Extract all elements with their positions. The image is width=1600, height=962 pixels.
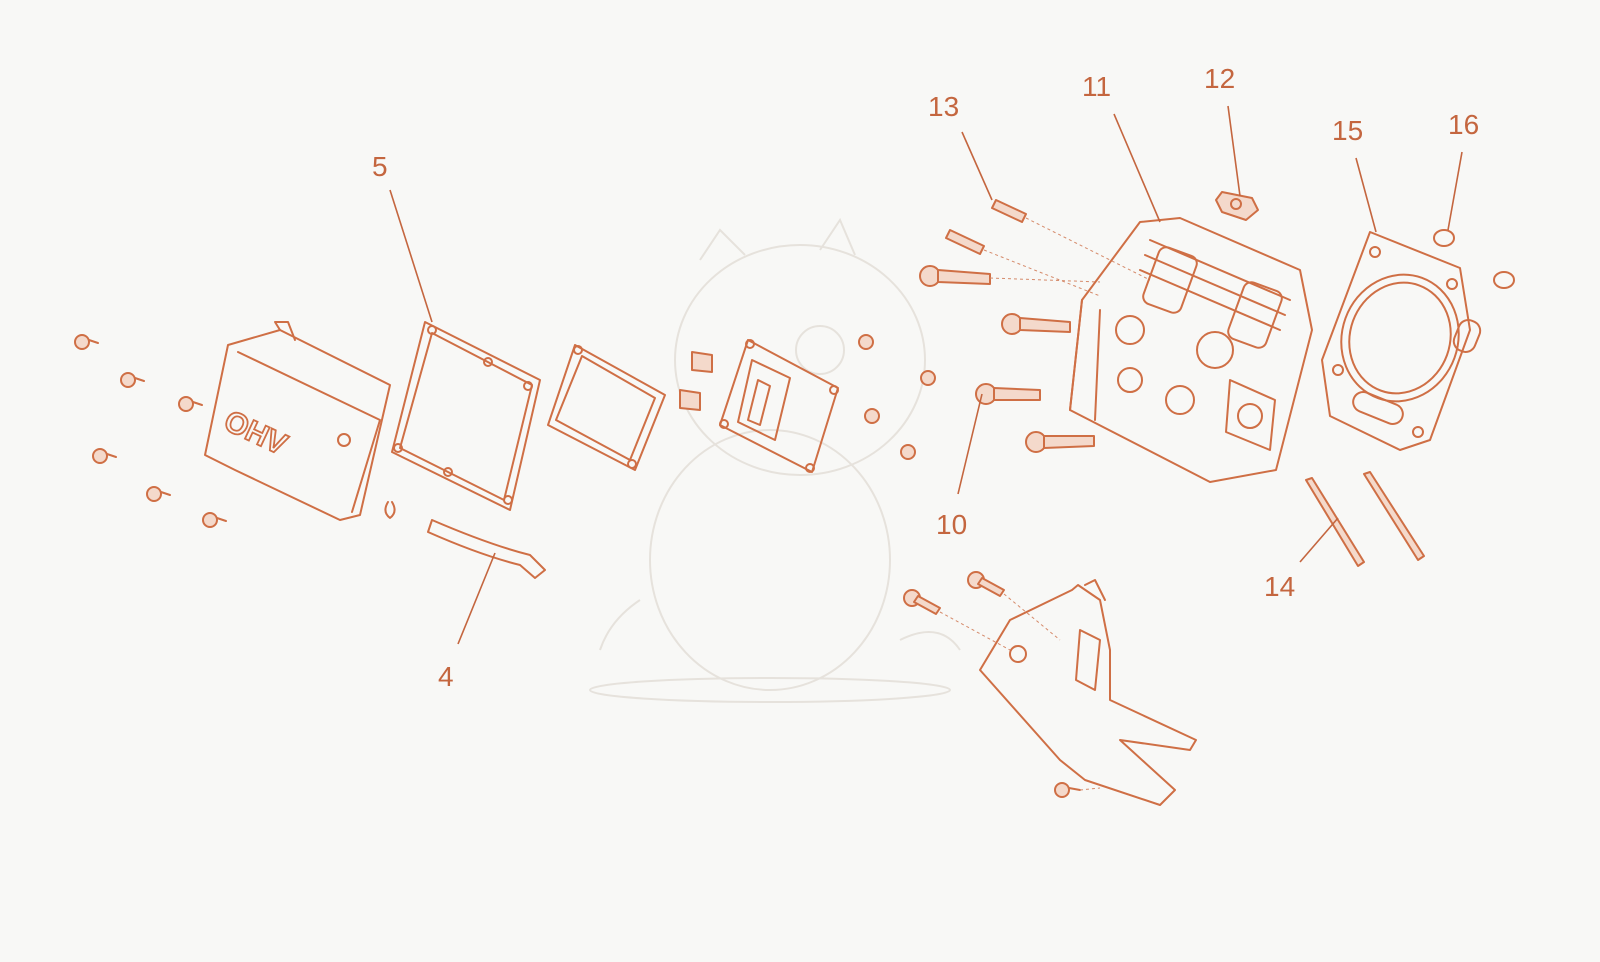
bolt-icon xyxy=(120,372,145,388)
bolt-icon xyxy=(178,396,203,412)
valve-cover: OHV xyxy=(204,321,391,521)
head-bolts xyxy=(919,229,1101,453)
part-label-5: 5 xyxy=(372,151,388,182)
breather-gasket xyxy=(547,344,666,471)
plate-nuts xyxy=(858,334,936,460)
leader-16 xyxy=(1447,151,1463,231)
part-labels: 5 4 10 11 12 13 14 15 16 xyxy=(372,63,1479,692)
bolt-icon xyxy=(202,512,227,528)
leader-lines xyxy=(389,105,1463,645)
breather-blocks xyxy=(679,351,713,411)
leader-14 xyxy=(1299,517,1339,563)
bolt-icon xyxy=(967,571,1061,641)
cover-marking: OHV xyxy=(219,404,292,461)
hose-clip xyxy=(384,501,396,519)
breather-plate xyxy=(719,339,839,473)
part-label-16: 16 xyxy=(1448,109,1479,140)
part-label-15: 15 xyxy=(1332,115,1363,146)
dragon-watermark xyxy=(589,217,961,703)
bolt-icon xyxy=(903,589,1011,651)
part-label-11: 11 xyxy=(1082,71,1111,102)
cylinder-head xyxy=(1069,217,1313,483)
bolt-icon xyxy=(975,383,1041,405)
part-label-4: 4 xyxy=(438,661,454,692)
leader-4 xyxy=(457,552,496,645)
bolt-icon xyxy=(1001,313,1071,335)
leader-5 xyxy=(389,189,433,323)
bolt-icon xyxy=(919,265,1101,287)
exhaust-bracket xyxy=(979,579,1197,806)
part-label-13: 13 xyxy=(928,91,959,122)
long-studs xyxy=(1305,471,1425,567)
breather-hose xyxy=(427,519,546,579)
leader-11 xyxy=(1113,113,1161,223)
bolt-icon xyxy=(74,334,99,350)
leader-10 xyxy=(957,393,983,495)
leader-12 xyxy=(1227,105,1241,197)
bolt-icon xyxy=(1054,782,1101,798)
bolt-icon xyxy=(1025,431,1095,453)
cover-gasket xyxy=(391,321,541,511)
rocker-stud xyxy=(991,199,1151,281)
part-label-10: 10 xyxy=(936,509,967,540)
bracket-bolts xyxy=(903,571,1101,798)
bolt-icon xyxy=(146,486,171,502)
part-label-14: 14 xyxy=(1264,571,1295,602)
part-label-12: 12 xyxy=(1204,63,1235,94)
spark-plug xyxy=(1215,191,1259,221)
dowel-pins xyxy=(1433,229,1515,289)
leader-15 xyxy=(1355,157,1377,233)
bolt-icon xyxy=(92,448,117,464)
head-gasket xyxy=(1321,231,1482,451)
leader-13 xyxy=(961,131,993,201)
cover-bolts xyxy=(74,334,227,528)
stud-icon xyxy=(945,229,1101,297)
